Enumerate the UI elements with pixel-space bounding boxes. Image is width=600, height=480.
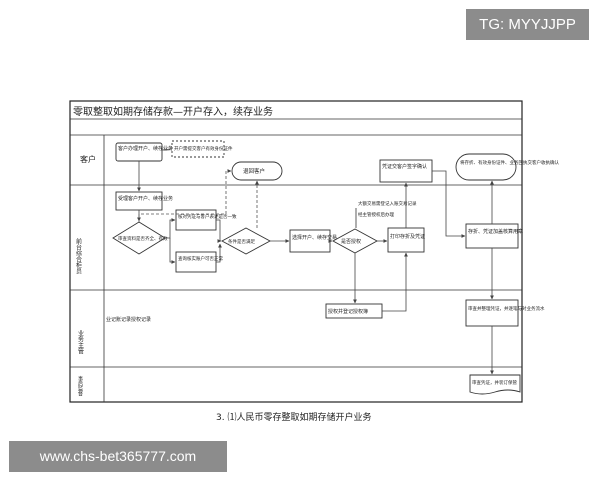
svg-text:授权并登记授权簿: 授权并登记授权簿: [328, 308, 368, 315]
lane-supervisor: 业务主管: [77, 329, 84, 355]
diagram-caption: 3. ⑴人民币零存整取如期存储开户业务: [216, 411, 371, 423]
lane-supervisor-extra: 业记账记录授权记录: [106, 316, 151, 323]
node-n18: [469, 374, 521, 395]
diagram-frame: [69, 100, 523, 403]
svg-text:核对凭证与客户表述是否一致: 核对凭证与客户表述是否一致: [178, 213, 237, 220]
node-n17: [465, 299, 519, 327]
edge-n14-n13: [382, 252, 408, 312]
svg-text:审查凭证，并装订保管: 审查凭证，并装订保管: [472, 379, 517, 386]
edge-n5-n7: [216, 219, 222, 243]
svg-text:存折、凭证加盖核算用章: 存折、凭证加盖核算用章: [468, 228, 523, 235]
svg-text:查询核实账户可否正常: 查询核实账户可否正常: [178, 255, 223, 262]
lane-customer: 客户: [80, 154, 96, 164]
url-badge: www.chs-bet365777.com: [9, 441, 227, 472]
svg-text:退回客户: 退回客户: [243, 167, 265, 175]
node-n7: [221, 227, 271, 255]
edge-n1-note: [161, 148, 173, 151]
svg-text:将存折、有效身份证件、业务回执交客户收执确认: 将存折、有效身份证件、业务回执交客户收执确认: [460, 159, 559, 166]
edge-n4-n2: [138, 169, 232, 222]
edge-n6-n7: [216, 243, 222, 263]
edge-n12-n16: [432, 170, 466, 238]
edge-n4-n6: [169, 238, 176, 264]
svg-text:受理客户开户、续存业务: 受理客户开户、续存业务: [118, 195, 173, 202]
svg-text:打印存折及凭证: 打印存折及凭证: [390, 233, 425, 240]
svg-text:客户办理开户、续存业务: 客户办理开户、续存业务: [118, 145, 173, 152]
svg-text:选择开户、续存交易: 选择开户、续存交易: [292, 234, 337, 241]
svg-text:审查并整理凭证，并逐笔与对业务流水: 审查并整理凭证，并逐笔与对业务流水: [468, 305, 545, 312]
svg-text:开户需提交客户有效身份证件: 开户需提交客户有效身份证件: [174, 145, 233, 152]
svg-text:是否授权: 是否授权: [341, 238, 361, 245]
node-n6: [175, 251, 217, 273]
node-n5: [175, 209, 217, 231]
node-n16: [465, 223, 519, 249]
diagram-title: 零取整取如期存储存款—开户存入，续存业务: [73, 105, 273, 118]
note-n10: 大额交易需登记入账交易记录: [358, 200, 417, 207]
edge-n4-n5: [165, 218, 176, 239]
node-n4: [112, 221, 166, 255]
lane-post-supervision: 事后监督: [77, 375, 83, 397]
svg-text:审查资料是否齐全、有效: 审查资料是否齐全、有效: [118, 235, 168, 242]
node-n2: [231, 161, 283, 181]
node-n15: [455, 153, 517, 181]
node-n8: [289, 229, 331, 253]
node-n13: [387, 227, 425, 253]
note-n11: 经主管授权后办理: [358, 211, 394, 218]
tg-badge: TG: MYYJJPP: [466, 9, 589, 40]
lane-teller: 前台综合柜员: [75, 237, 82, 275]
svg-text:条件是否满足: 条件是否满足: [228, 238, 255, 245]
svg-text:凭证交客户签字确认: 凭证交客户签字确认: [382, 163, 427, 170]
